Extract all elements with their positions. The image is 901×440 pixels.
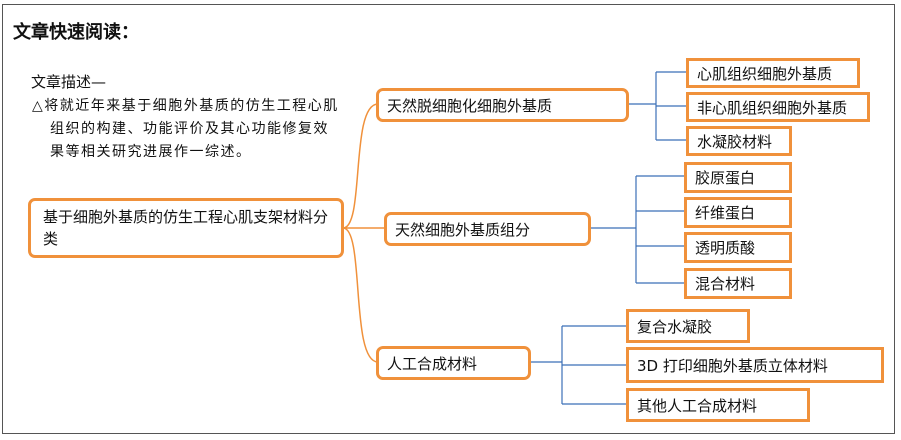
leaf-node-1-2: 非心肌组织细胞外基质 bbox=[686, 92, 870, 122]
description-title: 文章描述— bbox=[31, 73, 107, 91]
leaf-node-3-2: 3D 打印细胞外基质立体材料 bbox=[626, 347, 884, 383]
branch-node-2: 天然细胞外基质组分 bbox=[384, 212, 591, 246]
branch-node-1: 天然脱细胞化细胞外基质 bbox=[376, 88, 629, 122]
description-body: △将就近年来基于细胞外基质的仿生工程心肌组织的构建、功能评价及其心功能修复效果等… bbox=[32, 95, 340, 164]
figure-frame bbox=[2, 4, 895, 434]
description-text: 将就近年来基于细胞外基质的仿生工程心肌组织的构建、功能评价及其心功能修复效果等相… bbox=[44, 98, 339, 160]
branch-1-leaf-lines bbox=[628, 71, 688, 141]
leaf-node-2-3: 透明质酸 bbox=[684, 232, 792, 263]
leaf-node-1-3: 水凝胶材料 bbox=[686, 126, 792, 156]
leaf-node-3-1: 复合水凝胶 bbox=[626, 309, 750, 343]
branch-node-3: 人工合成材料 bbox=[376, 346, 531, 380]
page-heading: 文章快速阅读： bbox=[13, 22, 139, 43]
root-to-branch-3-curve bbox=[342, 227, 379, 363]
leaf-node-2-1: 胶原蛋白 bbox=[684, 162, 792, 193]
branch-3-leaf-lines bbox=[530, 325, 626, 405]
leaf-node-2-4: 混合材料 bbox=[684, 268, 792, 299]
branch-2-leaf-lines bbox=[590, 175, 684, 284]
leaf-node-3-3: 其他人工合成材料 bbox=[626, 388, 810, 422]
root-node: 基于细胞外基质的仿生工程心肌支架材料分类 bbox=[28, 198, 344, 258]
triangle-marker-icon: △ bbox=[32, 98, 45, 114]
leaf-node-1-1: 心肌组织细胞外基质 bbox=[686, 58, 860, 88]
root-to-branch-1-curve bbox=[342, 103, 379, 229]
leaf-node-2-2: 纤维蛋白 bbox=[684, 197, 792, 228]
